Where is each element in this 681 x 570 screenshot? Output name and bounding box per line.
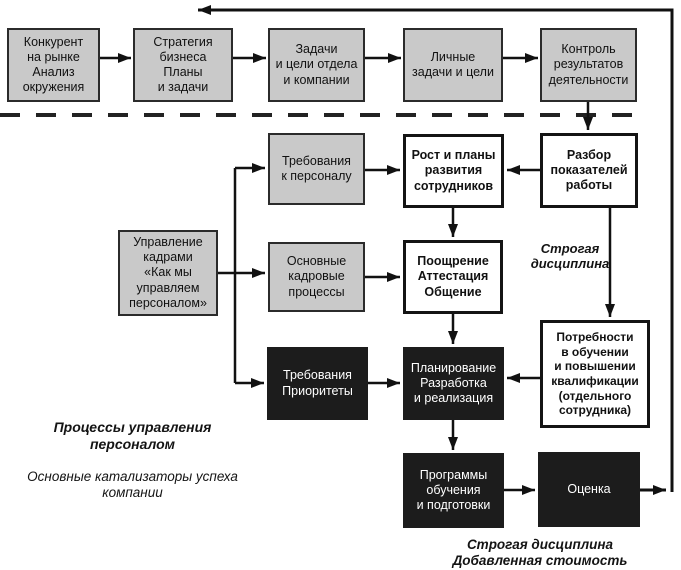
- annotation-strict-discipline: Строгая дисциплина: [530, 241, 610, 272]
- node-staff-requirements: Требования к персоналу: [268, 133, 365, 205]
- node-encouragement: Поощрение Аттестация Общение: [403, 240, 503, 314]
- node-performance-review: Разбор показателей работы: [540, 133, 638, 208]
- node-planning: Планирование Разработка и реализация: [403, 347, 504, 420]
- node-control: Контроль результатов деятельности: [540, 28, 637, 102]
- node-evaluation: Оценка: [538, 452, 640, 527]
- node-dept-goals: Задачи и цели отдела и компании: [268, 28, 365, 102]
- node-hr-management: Управление кадрами «Как мы управляем пер…: [118, 230, 218, 316]
- node-personal-goals: Личные задачи и цели: [403, 28, 503, 102]
- node-training-needs: Потребности в обучении и повышении квали…: [540, 320, 650, 428]
- node-training-programs: Программы обучения и подготовки: [403, 453, 504, 528]
- annotation-processes-title: Процессы управления персоналом: [53, 419, 212, 452]
- annotation-processes-subtitle: Основные катализаторы успеха компании: [27, 468, 238, 501]
- annotation-bottom: Строгая дисциплина Добавленная стоимость: [452, 537, 628, 569]
- node-hr-processes: Основные кадровые процессы: [268, 242, 365, 312]
- annotation-processes: Процессы управления персоналом Основные …: [10, 403, 255, 518]
- node-strategy: Стратегия бизнеса Планы и задачи: [133, 28, 233, 102]
- node-growth-plans: Рост и планы развития сотрудников: [403, 134, 504, 208]
- node-competitor: Конкурент на рынке Анализ окружения: [7, 28, 100, 102]
- feedback-loop-line: [198, 4, 674, 492]
- node-requirements-priorities: Требования Приоритеты: [267, 347, 368, 420]
